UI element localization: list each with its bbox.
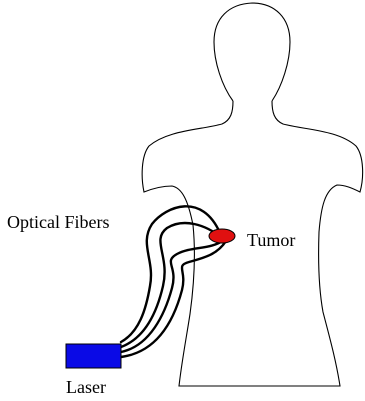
laser-label: Laser <box>66 377 106 397</box>
head-outline <box>214 3 290 101</box>
optical-fibers <box>121 206 226 357</box>
laser-box <box>66 344 121 368</box>
optical-fibers-label: Optical Fibers <box>7 212 109 232</box>
human-silhouette <box>142 3 362 386</box>
tumor-marker <box>209 229 235 243</box>
fiber-4 <box>121 241 226 357</box>
tumor-label: Tumor <box>247 230 295 250</box>
